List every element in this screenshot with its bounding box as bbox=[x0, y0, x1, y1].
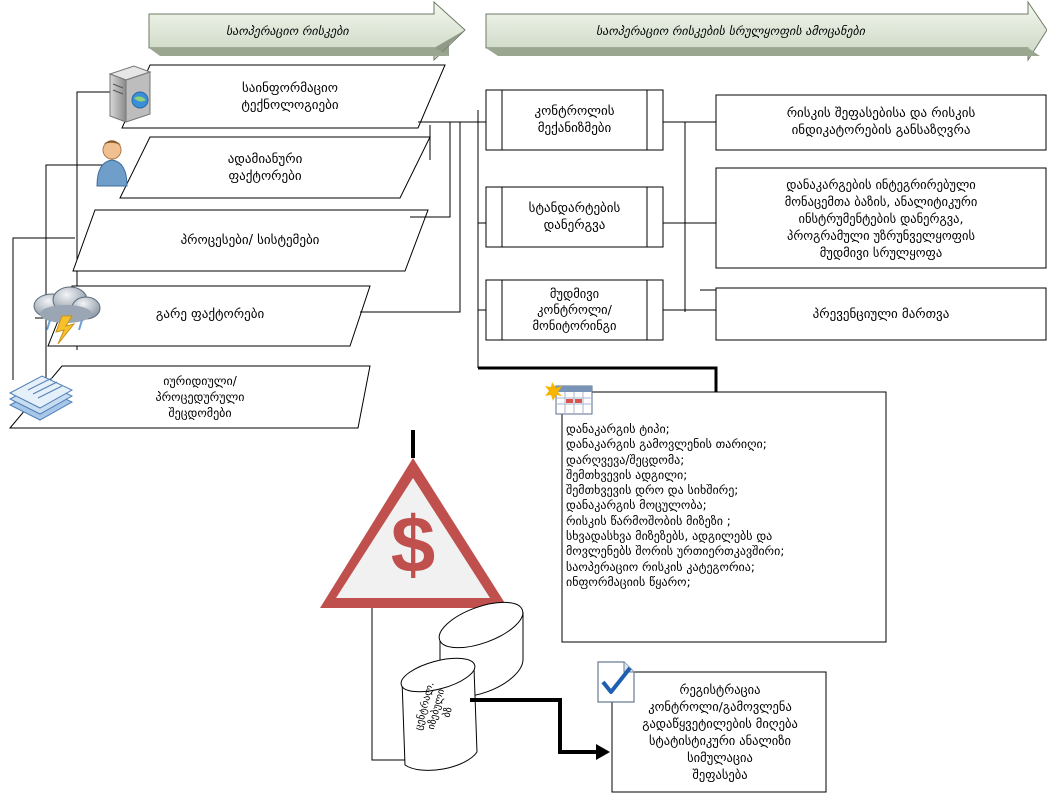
calendar-icon bbox=[545, 382, 593, 415]
triangle-db-lines bbox=[371, 608, 410, 761]
loss-info-item: დანაკარგის გამოვლენის თარიღი; bbox=[566, 437, 767, 452]
loss-info-box bbox=[561, 391, 887, 643]
loss-info-item: დანაკარგის ტიპი; bbox=[566, 422, 670, 436]
collector-lines bbox=[360, 110, 486, 368]
loss-info-item: შემთხვევის დრო და სიხშირე; bbox=[566, 483, 739, 498]
risk-label-it: საინფორმაციო ტექნოლოგიები bbox=[241, 81, 339, 113]
control-boxes bbox=[485, 89, 664, 341]
loss-info-item: მოვლენებს შორის ურთიერთკავშირი; bbox=[566, 544, 785, 559]
risk-box-process bbox=[72, 209, 429, 272]
documents-stack-icon bbox=[8, 375, 74, 421]
loss-info-item: ინფორმაციის წყარო; bbox=[566, 574, 691, 589]
task-label-prevention: პრევენციული მართვა bbox=[812, 306, 950, 322]
dollar-symbol-icon: $ bbox=[390, 500, 436, 589]
storm-cloud-icon bbox=[33, 286, 101, 345]
server-icon bbox=[108, 65, 152, 123]
warning-triangle-icon bbox=[320, 458, 508, 608]
database-cylinder-icon bbox=[400, 601, 524, 771]
risk-box-human bbox=[119, 136, 431, 199]
task-box-assessment bbox=[715, 94, 1047, 151]
loss-info-item: დარღვევა/შეცდომა; bbox=[566, 452, 685, 467]
control-box-monitoring bbox=[485, 279, 664, 341]
loss-info-list: დანაკარგის ტიპი; დანაკარგის გამოვლენის თ… bbox=[566, 422, 882, 590]
risk-label-legal: იურიდიული/ პროცედურული შეცდომები bbox=[155, 374, 245, 420]
control-box-mechanisms bbox=[485, 89, 664, 151]
risk-label-process: პროცესები/ სისტემები bbox=[180, 232, 320, 248]
risk-box-external bbox=[47, 285, 371, 347]
task-label-database: დანაკარგების ინტეგრირებული მონაცემთა ბაზ… bbox=[784, 176, 978, 260]
loss-info-item: რისკის წარმოშობის მიზეზი ; bbox=[566, 513, 731, 528]
loss-info-item: საოპერაციო რისკის კატეგორია; bbox=[566, 559, 755, 574]
control-label-monitoring: მუდმივი კონტროლი/ მონიტორინგი bbox=[532, 286, 617, 333]
control-label-mechanisms: კონტროლის მექანიზმები bbox=[534, 104, 615, 136]
banner-left-label: საოპერაციო რისკები bbox=[226, 23, 349, 38]
result-label: რეგისტრაცია კონტროლი/გამოვლენა გადაწყვეტ… bbox=[642, 682, 798, 782]
loss-info-item: სხვადასხვა მიზეზებს, ადგილებს და bbox=[566, 529, 773, 544]
banner-right bbox=[485, 0, 1047, 62]
task-label-assessment: რისკის შეფასებისა და რისკის ინდიკატორები… bbox=[786, 106, 976, 138]
control-task-lines bbox=[663, 121, 716, 312]
task-box-database bbox=[715, 167, 1047, 269]
document-check-icon bbox=[597, 661, 635, 703]
person-icon bbox=[96, 140, 128, 187]
task-boxes bbox=[715, 94, 1047, 341]
db-result-arrow bbox=[470, 698, 610, 760]
risk-label-external: გარე ფაქტორები bbox=[155, 306, 265, 322]
risk-label-human: ადამიანური ფაქტორები bbox=[227, 152, 303, 184]
control-label-standards: სტანდარტების დანერგვა bbox=[528, 201, 621, 233]
loss-info-item: დანაკარგის მოცულობა; bbox=[566, 498, 707, 513]
thick-connectors bbox=[411, 366, 718, 458]
control-box-standards bbox=[485, 186, 664, 248]
banner-left bbox=[148, 0, 466, 62]
task-box-prevention bbox=[715, 287, 1047, 341]
result-box bbox=[611, 671, 827, 793]
loss-info-item: შემთხვევის ადგილი; bbox=[566, 467, 688, 482]
banner-right-label: საოპერაციო რისკების სრულყოფის ამოცანები bbox=[596, 23, 865, 38]
